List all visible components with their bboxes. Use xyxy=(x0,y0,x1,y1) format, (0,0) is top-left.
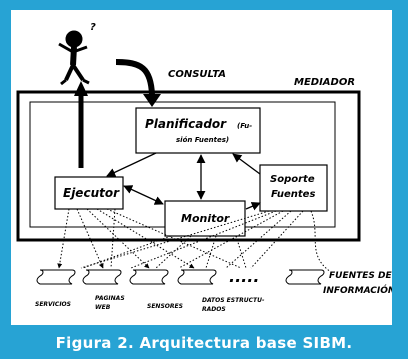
informacion-label: INFORMACIÓN xyxy=(323,284,392,296)
planificador-box xyxy=(135,107,261,154)
fusion-label-2: sión Fuentes) xyxy=(176,136,229,144)
result-up-arrowhead xyxy=(74,81,88,96)
consulta-arrow xyxy=(115,59,155,96)
soporte-planificador-arrow xyxy=(232,153,261,175)
source-icon-servicios xyxy=(36,269,76,285)
architecture-diagram: ? CONSULTA MEDIADOR Planificador (Fu- si… xyxy=(16,22,396,313)
soporte-label: Soporte xyxy=(270,174,315,185)
source-icon-paginas xyxy=(82,269,122,285)
fuentes-de-label: FUENTES DE xyxy=(329,271,392,281)
ejecutor-box xyxy=(54,176,124,210)
monitor-label: Monitor xyxy=(181,212,230,225)
sensores-label: SENSORES xyxy=(147,303,183,310)
diagram-panel: ? CONSULTA MEDIADOR Planificador (Fu- si… xyxy=(11,10,396,325)
rados-label: RADOS xyxy=(202,306,226,313)
mediador-outer-frame xyxy=(16,90,361,242)
ejecutor-label: Ejecutor xyxy=(63,186,120,200)
dotted-connections xyxy=(57,208,304,269)
soporte-fuentes-box xyxy=(259,164,328,212)
source-icon-extra xyxy=(285,269,325,285)
consulta-arrowhead xyxy=(143,94,161,107)
paginas-label: PAGINAS xyxy=(95,295,125,302)
svg-text:?: ? xyxy=(90,22,96,33)
planificador-ejecutor-arrow xyxy=(106,152,157,177)
monitor-soporte-arrow xyxy=(245,202,261,211)
consulta-label: CONSULTA xyxy=(168,69,226,80)
source-icon-datos xyxy=(177,269,217,285)
servicios-label: SERVICIOS xyxy=(35,301,71,308)
mediador-label: MEDIADOR xyxy=(294,77,355,88)
figure-caption: Figura 2. Arquitectura base SIBM. xyxy=(55,334,353,352)
fuentes-label: Fuentes xyxy=(271,189,315,200)
ellipsis-label: ..... xyxy=(229,267,259,286)
source-icon-sensores xyxy=(129,269,169,285)
ejecutor-monitor-arrow xyxy=(123,185,164,205)
user-icon: ? xyxy=(58,22,96,86)
fuentes-pointer xyxy=(310,210,332,273)
planificador-label: Planificador xyxy=(145,117,227,131)
web-label: WEB xyxy=(95,304,111,311)
datos-label: DATOS ESTRUCTU- xyxy=(202,297,265,304)
source-icons xyxy=(36,269,325,285)
fusion-label-1: (Fu- xyxy=(237,122,252,130)
